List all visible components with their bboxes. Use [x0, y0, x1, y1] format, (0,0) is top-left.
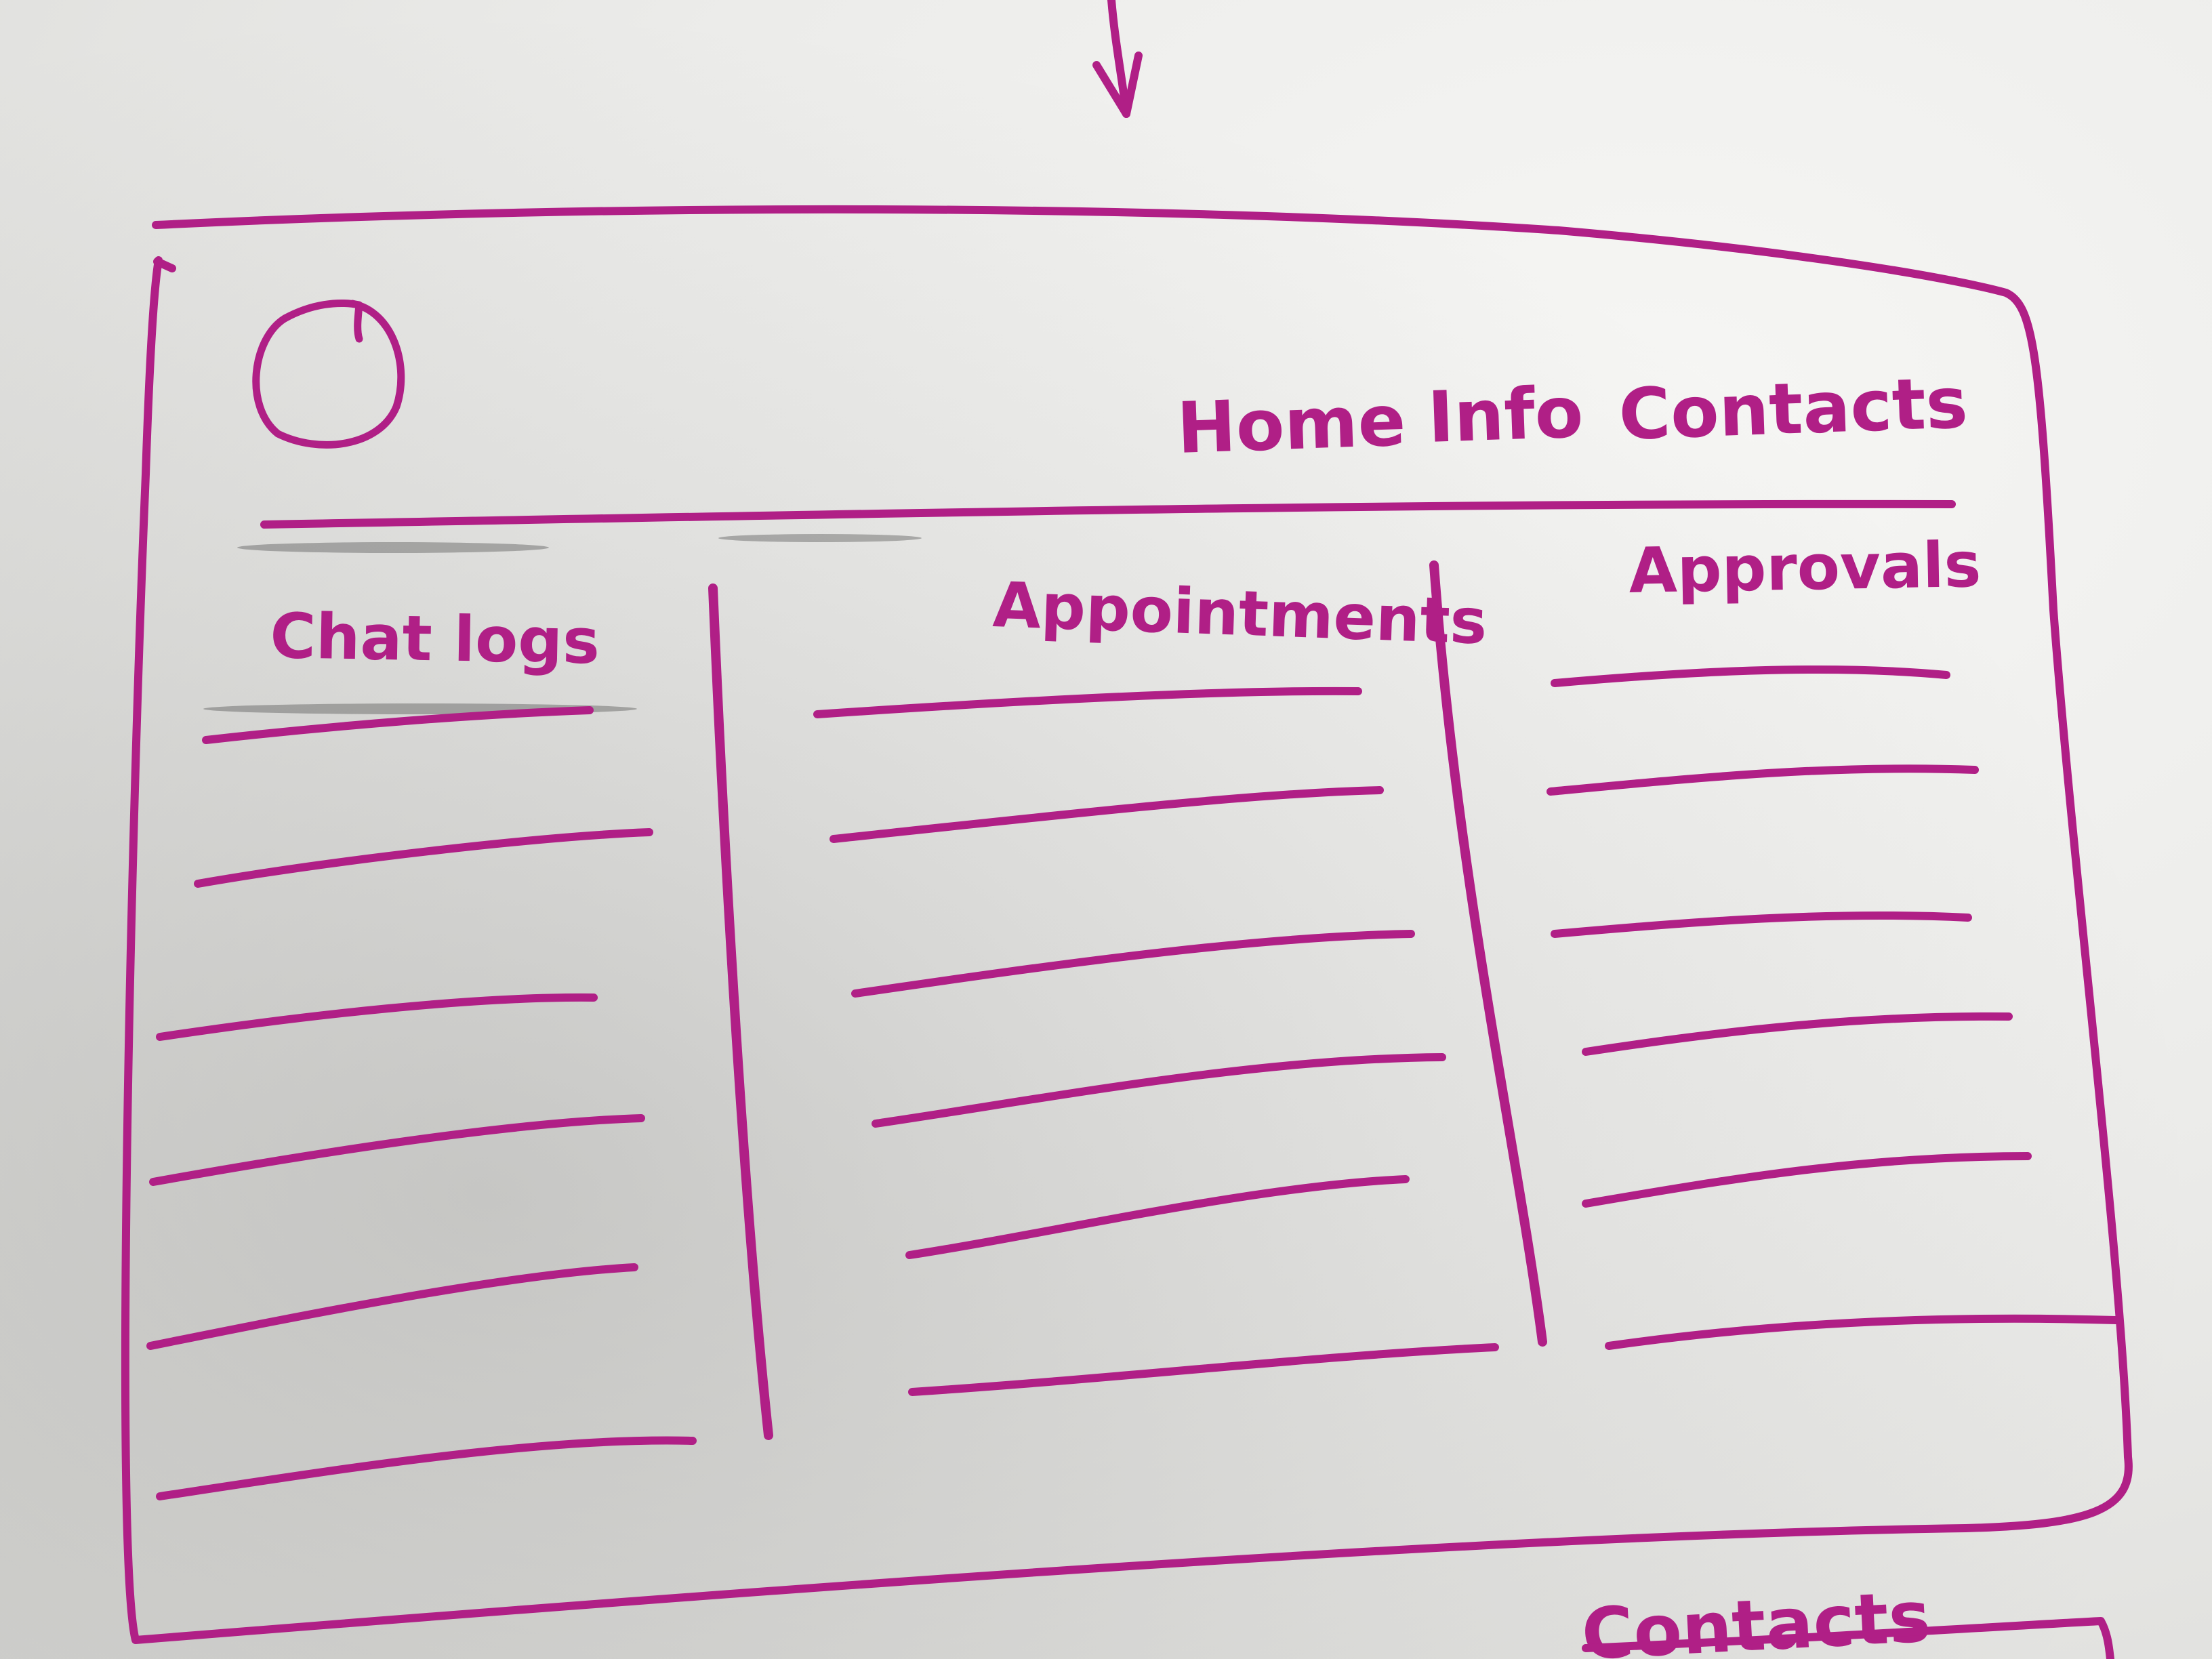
column-divider-2 — [1429, 560, 1547, 1347]
header-divider — [260, 499, 1956, 529]
list-item — [146, 1263, 638, 1350]
list-item — [830, 786, 1384, 843]
list-item — [1547, 764, 1979, 796]
chat-logs-list — [146, 706, 697, 1500]
nav-bar: Home Info Contacts — [1176, 361, 1969, 470]
list-item — [813, 687, 1362, 718]
list-item — [202, 706, 594, 744]
incoming-arrow — [1092, 0, 1143, 118]
column-heading-chat-logs: Chat logs — [270, 600, 600, 678]
column-heading-approvals: Approvals — [1629, 529, 1982, 607]
logo-circle — [252, 299, 405, 449]
screen-frame — [121, 205, 2133, 1644]
list-item — [1582, 1152, 2032, 1208]
appointments-list — [813, 687, 1499, 1396]
list-item — [149, 1114, 645, 1186]
list-item — [194, 828, 653, 888]
next-frame-partial: Contacts — [1580, 1575, 2114, 1659]
approvals-list — [1547, 665, 2120, 1350]
list-item — [905, 1175, 1410, 1259]
list-item — [156, 993, 598, 1041]
list-item — [908, 1343, 1499, 1396]
list-item — [851, 930, 1415, 998]
list-item — [1551, 665, 1950, 687]
nav-item-home[interactable]: Home — [1176, 379, 1407, 470]
column-heading-appointments: Appointments — [991, 569, 1488, 658]
column-divider-1 — [708, 583, 773, 1440]
nav-item-info[interactable]: Info — [1427, 371, 1585, 459]
list-item — [872, 1053, 1446, 1128]
list-item — [1605, 1314, 2120, 1350]
nav-item-contacts[interactable]: Contacts — [1618, 361, 1969, 456]
list-item — [1551, 911, 1972, 938]
list-item — [1582, 1012, 2013, 1056]
list-item — [156, 1436, 697, 1500]
